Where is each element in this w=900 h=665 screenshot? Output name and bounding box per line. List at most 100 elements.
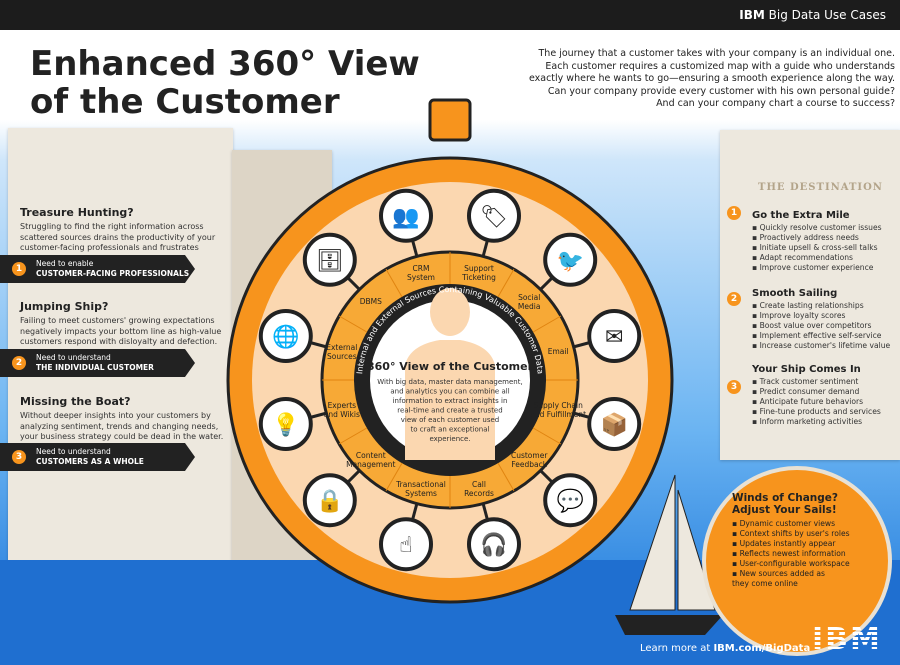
list-item: Track customer sentiment [752, 377, 892, 387]
email-icon-circle [587, 309, 642, 364]
center-text-line: information to extract insights in [393, 397, 508, 405]
winds-title-2: Adjust Your Sails! [732, 504, 837, 516]
lightbulb-icon-circle [258, 396, 313, 451]
person-silhouette [405, 288, 495, 460]
destination-smooth-sailing: Smooth Sailing Create lasting relationsh… [752, 288, 892, 351]
list-item: Quickly resolve customer issues [752, 223, 892, 233]
segment-divider [497, 462, 515, 492]
list-item: Dynamic customer views [732, 519, 888, 529]
title-line-1: Enhanced 360° View [30, 44, 420, 84]
globe-icon-circle [258, 309, 313, 364]
destination-extra-mile: Go the Extra Mile Quickly resolve custom… [752, 210, 892, 273]
intro-line: Each customer requires a customized map … [545, 60, 895, 72]
segment-divider [338, 427, 368, 445]
footer-link[interactable]: IBM.com/BigData [713, 643, 811, 654]
lock-icon: 🔒 [316, 489, 343, 514]
problem-title: Treasure Hunting? [20, 206, 134, 219]
list-item: New sources added as they come online [732, 569, 842, 589]
list-item: Implement effective self-service [752, 331, 892, 341]
segment-divider [385, 462, 403, 492]
segment-label-line: DBMS [360, 297, 382, 306]
list-item: Predict consumer demand [752, 387, 892, 397]
center-text-line: experience. [429, 435, 470, 443]
center-text-line: to craft an exceptional [411, 426, 490, 434]
database-icon-circle [302, 232, 357, 287]
segment-label-line: Supply Chain [533, 401, 583, 410]
center-title: 360° View of the Customer [367, 360, 534, 373]
segment-divider [532, 427, 562, 445]
list-item: Inform marketing activities [752, 417, 892, 427]
segment-label-line: Email [548, 347, 569, 356]
need-value: CUSTOMER-FACING PROFESSIONALS [36, 269, 190, 278]
list-item: Fine-tune products and services [752, 407, 892, 417]
need-label: Need to enable [36, 259, 94, 268]
section-title: Smooth Sailing [752, 288, 838, 299]
headset-icon-circle [466, 517, 521, 572]
segment-label-line: CRM [413, 264, 430, 273]
people-icon-circle [379, 188, 434, 243]
segment-label-line: Content [356, 451, 386, 460]
twitter-icon: 🐦 [557, 249, 584, 274]
segment-label-line: and Fulfillment [530, 410, 586, 419]
problem-title: Missing the Boat? [20, 395, 131, 408]
need-label: Need to understand [36, 447, 111, 456]
number-badge: 2 [727, 292, 741, 306]
segment-label-line: Feedback [511, 460, 547, 469]
list-item: Improve customer experience [752, 263, 892, 273]
headset-icon: 🎧 [480, 532, 507, 558]
twitter-icon-circle [543, 232, 598, 287]
header-label: Big Data Use Cases [768, 8, 886, 22]
list-item: Reflects newest information [732, 549, 888, 559]
chat-icon: 💬 [557, 488, 584, 514]
winds-title-1: Winds of Change? [732, 492, 838, 504]
number-badge: 3 [727, 380, 741, 394]
database-icon: 🗄 [316, 249, 344, 274]
number-badge: 3 [12, 450, 26, 464]
center-text-line: and analytics you can combine all [390, 388, 509, 396]
people-icon: 👥 [392, 205, 419, 230]
segment-label-line: Systems [405, 489, 437, 498]
center-text-line: real-time and create a trusted [397, 407, 502, 415]
brand: IBM [739, 8, 765, 22]
need-label: Need to understand [36, 353, 111, 362]
segment-divider [532, 315, 562, 333]
ibm-logo: IBM [812, 622, 882, 657]
destination-ship-comes-in: Your Ship Comes In Track customer sentim… [752, 364, 892, 427]
segment-label-line: External [326, 343, 357, 352]
segment-divider [385, 268, 403, 298]
email-icon: ✉ [605, 325, 623, 350]
segment-label-line: Customer [511, 451, 548, 460]
list-item: Updates instantly appear [732, 539, 888, 549]
learn-label: Learn more at [640, 643, 711, 654]
segment-label-line: Management [346, 460, 395, 469]
tag-icon-circle [466, 188, 521, 243]
segment-label: DBMS [360, 297, 382, 306]
stopwatch-crown [428, 98, 472, 142]
list-item: Proactively address needs [752, 233, 892, 243]
segment-label-line: Transactional [395, 480, 446, 489]
list-item: Create lasting relationships [752, 301, 892, 311]
hull [615, 615, 723, 635]
segment-label-line: System [407, 273, 435, 282]
segment-label-line: Ticketing [461, 273, 496, 282]
list-item: Improve loyalty scores [752, 311, 892, 321]
intro-line: And can your company chart a course to s… [656, 98, 895, 109]
segment-label-line: Experts [328, 401, 357, 410]
intro-text: The journey that a customer takes with y… [525, 48, 895, 111]
box-icon-circle [587, 396, 642, 451]
segment-label-line: Call [472, 480, 486, 489]
sail [629, 474, 676, 611]
problem-text: Failing to meet customers' growing expec… [20, 316, 222, 346]
number-badge: 1 [12, 262, 26, 276]
list-item: Increase customer's lifetime value [752, 341, 892, 351]
